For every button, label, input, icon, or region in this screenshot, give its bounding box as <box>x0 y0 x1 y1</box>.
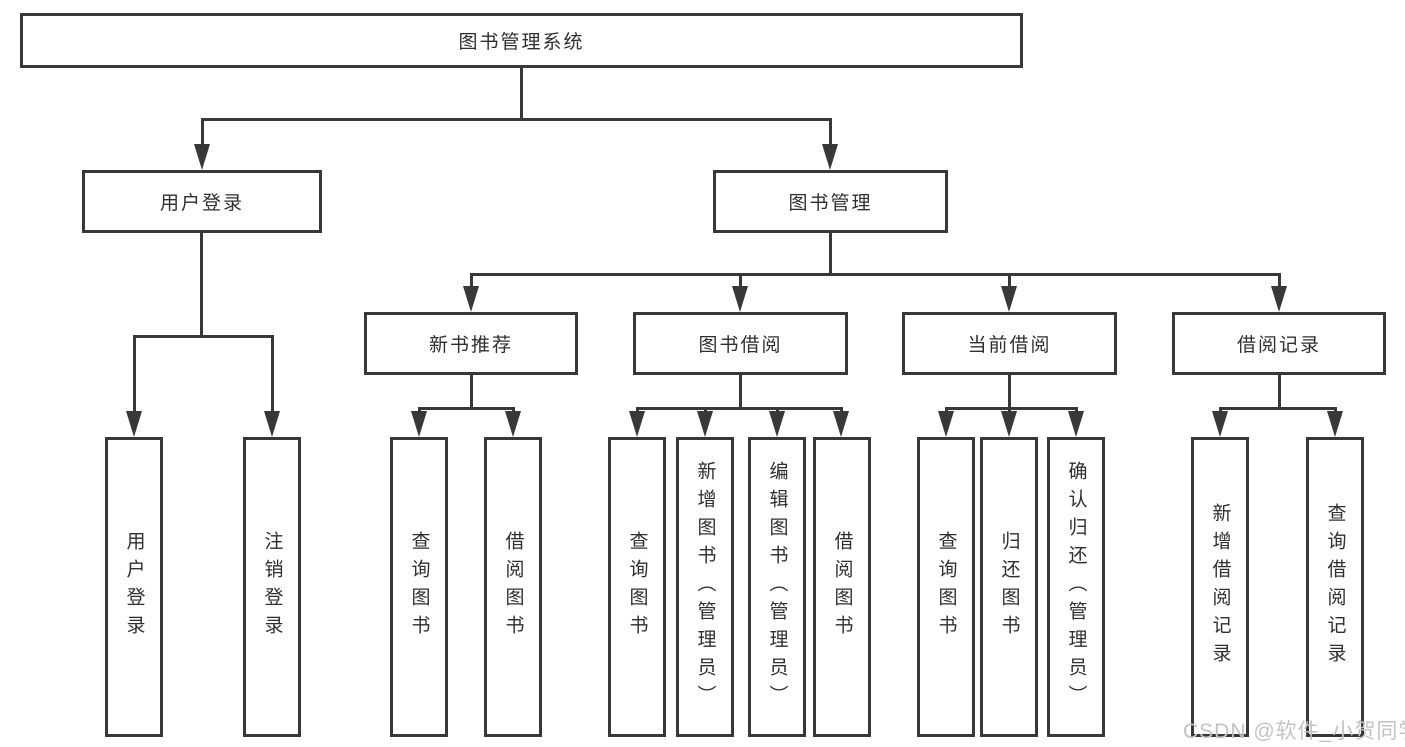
arrow-to-current <box>1001 286 1017 312</box>
leaf-records-query-record-label: 查询借阅记录 <box>1324 503 1346 671</box>
arrow-to-cb-return <box>1001 411 1017 437</box>
connector-records-stem <box>1278 273 1281 291</box>
arrow-to-borrow <box>732 286 748 312</box>
arrow-to-bb-query <box>629 411 645 437</box>
connector-user-login-hline <box>133 335 274 338</box>
leaf-current-confirm-return-admin-label: 确认归还（管理员） <box>1065 461 1087 713</box>
connector-borrow-stem <box>739 273 742 291</box>
arrow-to-cb-confirm <box>1068 411 1084 437</box>
connector-records-hline <box>1219 407 1336 410</box>
arrow-to-rb-query <box>1327 411 1343 437</box>
connector-records-down <box>1278 375 1281 410</box>
leaf-borrow-borrow-books-label: 借阅图书 <box>831 531 853 643</box>
leaf-current-return-books-label: 归还图书 <box>998 531 1020 643</box>
leaf-newbook-query-books-label: 查询图书 <box>408 531 430 643</box>
arrow-to-newbook <box>463 286 479 312</box>
node-borrow-records-label: 借阅记录 <box>1236 335 1321 356</box>
node-user-login: 用户登录 <box>82 170 322 233</box>
leaf-borrow-query-books: 查询图书 <box>608 437 666 737</box>
leaf-newbook-query-books: 查询图书 <box>390 437 448 737</box>
connector-current-down <box>1008 375 1011 410</box>
leaf-current-query-books: 查询图书 <box>917 437 975 737</box>
node-root-library-system: 图书管理系统 <box>20 13 1023 68</box>
connector-leaf-login-stem <box>133 335 136 415</box>
node-current-borrow-label: 当前借阅 <box>967 335 1052 356</box>
leaf-borrow-edit-book-admin: 编辑图书（管理员） <box>748 437 806 737</box>
leaf-records-query-record: 查询借阅记录 <box>1306 437 1364 737</box>
node-book-management: 图书管理 <box>713 170 948 233</box>
leaf-newbook-borrow-books: 借阅图书 <box>484 437 542 737</box>
connector-newbook-down <box>470 375 473 410</box>
arrow-to-bb-add <box>697 411 713 437</box>
arrow-to-book-mgmt <box>822 144 838 170</box>
node-current-borrow: 当前借阅 <box>902 312 1117 375</box>
connector-user-login-stem <box>201 118 204 150</box>
connector-book-mgmt-down <box>829 233 832 276</box>
arrow-to-bb-borrow <box>833 411 849 437</box>
node-new-book-recommend: 新书推荐 <box>364 312 578 375</box>
arrow-to-records <box>1271 286 1287 312</box>
node-book-borrow: 图书借阅 <box>633 312 848 375</box>
leaf-borrow-add-book-admin-label: 新增图书（管理员） <box>694 461 716 713</box>
arrow-to-nb-query <box>411 411 427 437</box>
node-new-book-recommend-label: 新书推荐 <box>428 335 513 356</box>
arrow-to-rb-add <box>1212 411 1228 437</box>
node-book-borrow-label: 图书借阅 <box>698 335 783 356</box>
connector-level2-hline <box>201 118 832 121</box>
connector-newbook-hline <box>418 407 515 410</box>
connector-root-stem <box>520 68 523 121</box>
connector-current-hline <box>945 407 1078 410</box>
node-user-login-label: 用户登录 <box>159 193 244 214</box>
arrow-to-user-login <box>194 144 210 170</box>
leaf-logout-login-label: 注销登录 <box>261 531 283 643</box>
leaf-records-add-record-label: 新增借阅记录 <box>1209 503 1231 671</box>
leaf-newbook-borrow-books-label: 借阅图书 <box>502 531 524 643</box>
leaf-current-confirm-return-admin: 确认归还（管理员） <box>1047 437 1105 737</box>
node-root-label: 图书管理系统 <box>458 32 585 53</box>
leaf-borrow-query-books-label: 查询图书 <box>626 531 648 643</box>
leaf-records-add-record: 新增借阅记录 <box>1191 437 1249 737</box>
csdn-watermark: CSDN @软件_小贺同学 <box>1183 720 1405 743</box>
arrow-to-leaf-login <box>126 411 142 437</box>
arrow-to-leaf-logout <box>264 411 280 437</box>
leaf-current-query-books-label: 查询图书 <box>935 531 957 643</box>
arrow-to-bb-edit <box>769 411 785 437</box>
connector-level3-hline <box>470 273 1281 276</box>
leaf-borrow-edit-book-admin-label: 编辑图书（管理员） <box>766 461 788 713</box>
node-borrow-records: 借阅记录 <box>1172 312 1386 375</box>
connector-borrow-hline <box>636 407 843 410</box>
leaf-borrow-borrow-books: 借阅图书 <box>813 437 871 737</box>
connector-borrow-down <box>739 375 742 410</box>
leaf-logout-login: 注销登录 <box>243 437 301 737</box>
leaf-user-login-label: 用户登录 <box>123 531 145 643</box>
connector-user-login-down <box>200 233 203 338</box>
arrow-to-nb-borrow <box>505 411 521 437</box>
node-book-management-label: 图书管理 <box>788 193 873 214</box>
connector-book-mgmt-stem <box>829 118 832 150</box>
connector-current-stem <box>1008 273 1011 291</box>
leaf-current-return-books: 归还图书 <box>980 437 1038 737</box>
connector-newbook-stem <box>470 273 473 291</box>
leaf-user-login: 用户登录 <box>105 437 163 737</box>
leaf-borrow-add-book-admin: 新增图书（管理员） <box>676 437 734 737</box>
connector-leaf-logout-stem <box>271 335 274 415</box>
arrow-to-cb-query <box>938 411 954 437</box>
